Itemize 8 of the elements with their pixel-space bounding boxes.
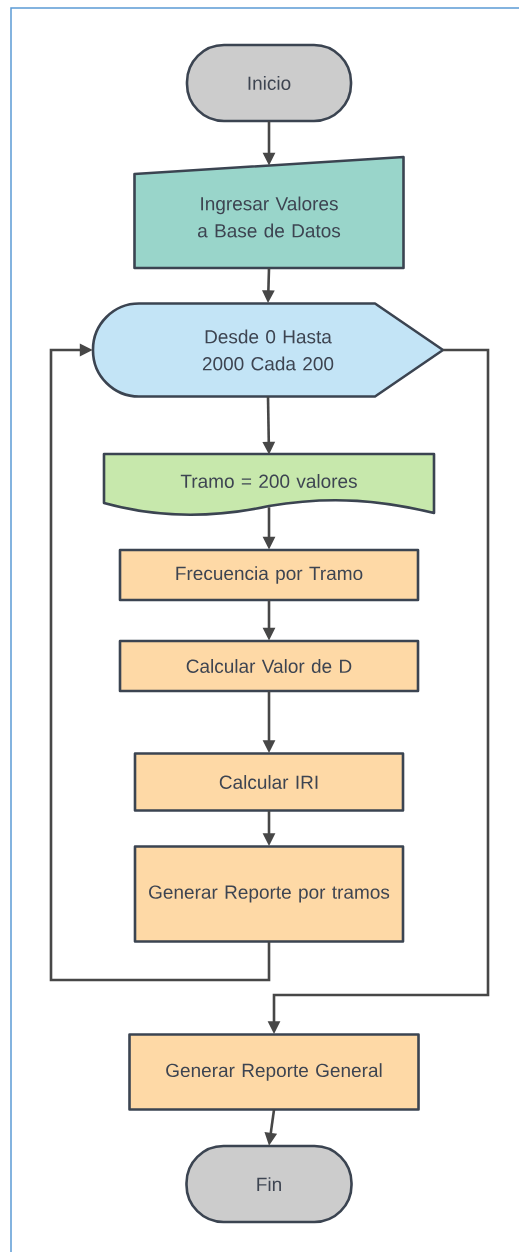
process-box: Calcular Valor de D <box>118 639 420 693</box>
process-box: Calcular IRI <box>133 752 405 812</box>
process-box: Generar Reporte General <box>128 1033 420 1111</box>
arrow <box>49 343 271 982</box>
process-box: Frecuencia por Tramo <box>118 548 420 602</box>
document-box: Tramo = 200 valores <box>102 452 436 516</box>
process-box: Generar Reporte por tramos <box>133 845 405 943</box>
manual-input-box: Ingresar Valores a Base de Datos <box>133 155 405 270</box>
